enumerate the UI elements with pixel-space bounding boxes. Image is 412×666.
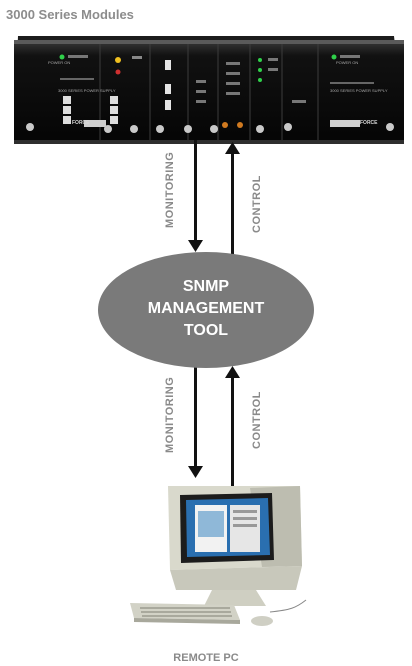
snmp-management-tool-label: SNMP MANAGEMENT TOOL <box>100 276 312 342</box>
power-led-right <box>331 54 337 60</box>
monitoring-arrow-upper <box>188 240 203 252</box>
control-label-lower: CONTROL <box>251 391 263 449</box>
remote-pc <box>130 486 307 626</box>
psu-label-right: 3000 SERIES POWER SUPPLY <box>330 88 388 93</box>
tool-line-2: MANAGEMENT <box>147 300 265 317</box>
monitoring-label-upper: MONITORING <box>164 151 176 228</box>
monitoring-arrow-lower <box>188 466 203 478</box>
module-rack: POWER ON POWER ON 3000 SERIES POWER SUPP… <box>14 36 404 144</box>
tool-line-3: TOOL <box>183 322 229 339</box>
power-on-label-left: POWER ON <box>48 60 70 65</box>
power-on-label-right: POWER ON <box>336 60 358 65</box>
monitoring-label-lower: MONITORING <box>164 376 176 453</box>
snmp-management-tool-ellipse <box>98 252 314 368</box>
brand-logo-right: FORCE <box>360 120 378 126</box>
brand-logo-left: FORCE <box>72 120 90 126</box>
power-led-left <box>59 54 65 60</box>
tool-line-1: SNMP <box>182 278 230 295</box>
control-label-upper: CONTROL <box>251 175 263 233</box>
psu-label-left: 3000 SERIES POWER SUPPLY <box>58 88 116 93</box>
control-arrow-upper <box>225 142 240 154</box>
diagram-title: 3000 Series Modules <box>6 7 134 22</box>
control-arrow-lower <box>225 366 240 378</box>
remote-pc-label: REMOTE PC <box>173 652 239 664</box>
